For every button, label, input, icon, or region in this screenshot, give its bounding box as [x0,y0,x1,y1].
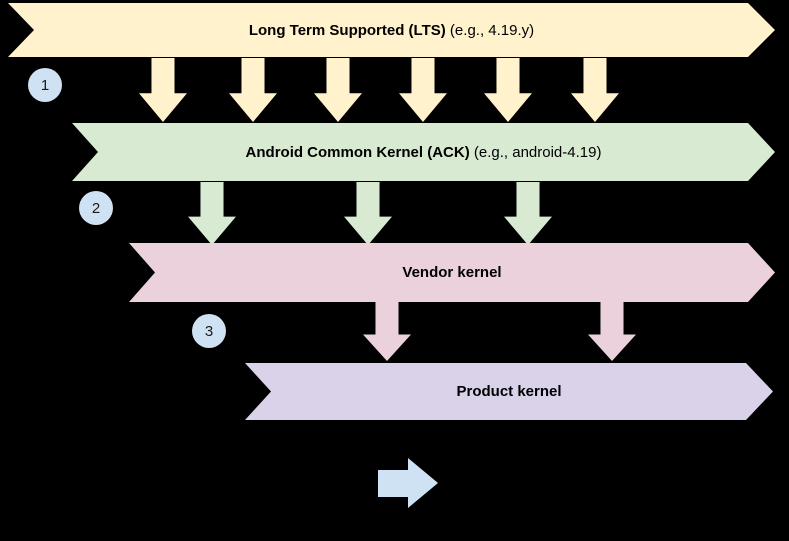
vendor-kernel-banner-label-bold: Vendor kernel [402,264,502,281]
ack-banner: Android Common Kernel (ACK) (e.g., andro… [72,123,775,181]
product-kernel-banner-label-bold: Product kernel [456,383,562,400]
lts-to-ack-arrow-icon [229,58,277,122]
lts-banner-label: Long Term Supported (LTS) (e.g., 4.19.y) [249,22,534,39]
lts-to-ack-arrow-icon [399,58,447,122]
lts-to-ack-arrow-icon [571,58,619,122]
ack-to-vendor-arrow-icon [188,182,236,245]
lts-banner: Long Term Supported (LTS) (e.g., 4.19.y) [8,3,775,57]
product-kernel-banner: Product kernel [245,363,773,420]
ack-to-vendor-arrow-icon [344,182,392,245]
lts-to-ack-arrow-icon [314,58,362,122]
lts-to-ack-arrow-icon [484,58,532,122]
step-1-badge: 1 [28,68,62,102]
step-2-badge: 2 [79,191,113,225]
vendor-to-product-arrow-icon [363,302,411,361]
vendor-kernel-banner: Vendor kernel [129,243,775,302]
ack-banner-label-bold: Android Common Kernel (ACK) [245,143,470,161]
vendor-to-product-arrow-icon [588,302,636,361]
ack-banner-label: Android Common Kernel (ACK) (e.g., andro… [246,144,602,161]
ack-to-vendor-arrow-icon [504,182,552,245]
ack-banner-label-rest: (e.g., android-4.19) [469,143,602,161]
lts-banner-label-bold: Long Term Supported (LTS) [248,21,446,39]
product-kernel-banner-label: Product kernel [456,383,561,400]
lts-to-ack-arrow-icon [139,58,187,122]
timeline-right-arrow-icon [378,458,438,508]
step-3-badge: 3 [192,314,226,348]
lts-banner-label-rest: (e.g., 4.19.y) [445,21,535,39]
vendor-kernel-banner-label: Vendor kernel [402,264,501,281]
